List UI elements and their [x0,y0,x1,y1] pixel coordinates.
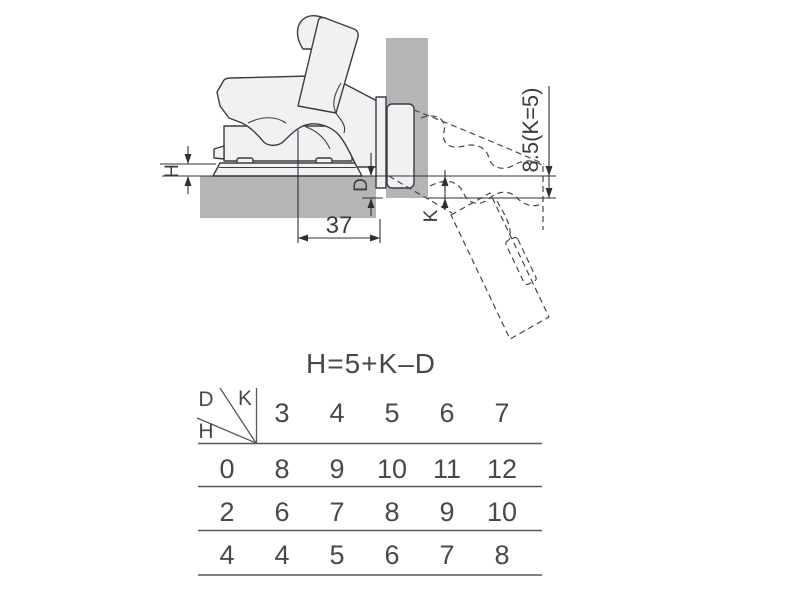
table-cell: 4 [274,540,289,570]
hinge-cup-lug [213,145,225,160]
table-row-label: 2 [219,497,234,527]
table-cell: 11 [433,454,461,484]
dim-k-arrow [441,176,449,186]
table-corner-h: H [198,420,213,443]
dim-37-arrow [298,234,308,242]
open-arm-contour-dashed [420,115,544,169]
door-panel [200,176,376,218]
table-corner-diagonal [219,387,257,444]
open-arm-contour-dashed [496,200,511,241]
table-cell: 8 [494,540,509,570]
dim-h-label: H [162,164,183,178]
open-door-dashed [450,192,550,340]
table-cell: 9 [329,454,344,484]
table-cell: 6 [384,540,399,570]
mounting-plate [386,103,415,189]
dim-k-arrow [441,198,449,208]
table-row-label: 0 [219,454,234,484]
hinge-lever-arm [297,16,359,114]
dim-d-label: D [351,178,372,192]
table-col-header: 3 [274,398,289,428]
open-door-cup-dashed [505,236,537,286]
table-cell: 8 [274,454,289,484]
table-col-header: 5 [384,398,399,428]
table-row-label: 4 [219,540,234,570]
table-cell: 6 [274,497,289,527]
table-col-header: 4 [329,398,344,428]
dim-h-arrow [184,154,192,164]
table-cell: 7 [439,540,454,570]
table-cell: 8 [384,497,399,527]
table-col-header: 7 [494,398,509,428]
open-arm-outline-dashed [413,109,545,165]
formula: H=5+K–D [306,348,436,379]
table-corner-diagonal [196,417,257,444]
table-cell: 7 [329,497,344,527]
arm-detail-curve [333,82,346,134]
hinge-back-bar [375,96,387,189]
table-cell: 10 [487,497,517,527]
dim-d-arrow [367,166,375,176]
arm-detail-curve [305,126,331,150]
table-cell: 5 [329,540,344,570]
table-cell: 9 [439,497,454,527]
table-cell: 10 [377,454,407,484]
table-col-header: 6 [439,398,454,428]
arm-detail-curve [247,117,287,124]
table-corner-k: K [238,387,252,410]
dim-37-label: 37 [326,212,353,239]
dim-85-arrow [545,188,553,198]
dim-85-label: 8.5(K=5) [518,88,543,173]
dim-37-arrow [370,234,380,242]
hinge-cup-flange [212,162,363,177]
table-corner-d: D [198,388,213,411]
table-cell: 12 [487,454,517,484]
dim-k-label: K [421,209,442,222]
dim-85-arrow [545,166,553,176]
